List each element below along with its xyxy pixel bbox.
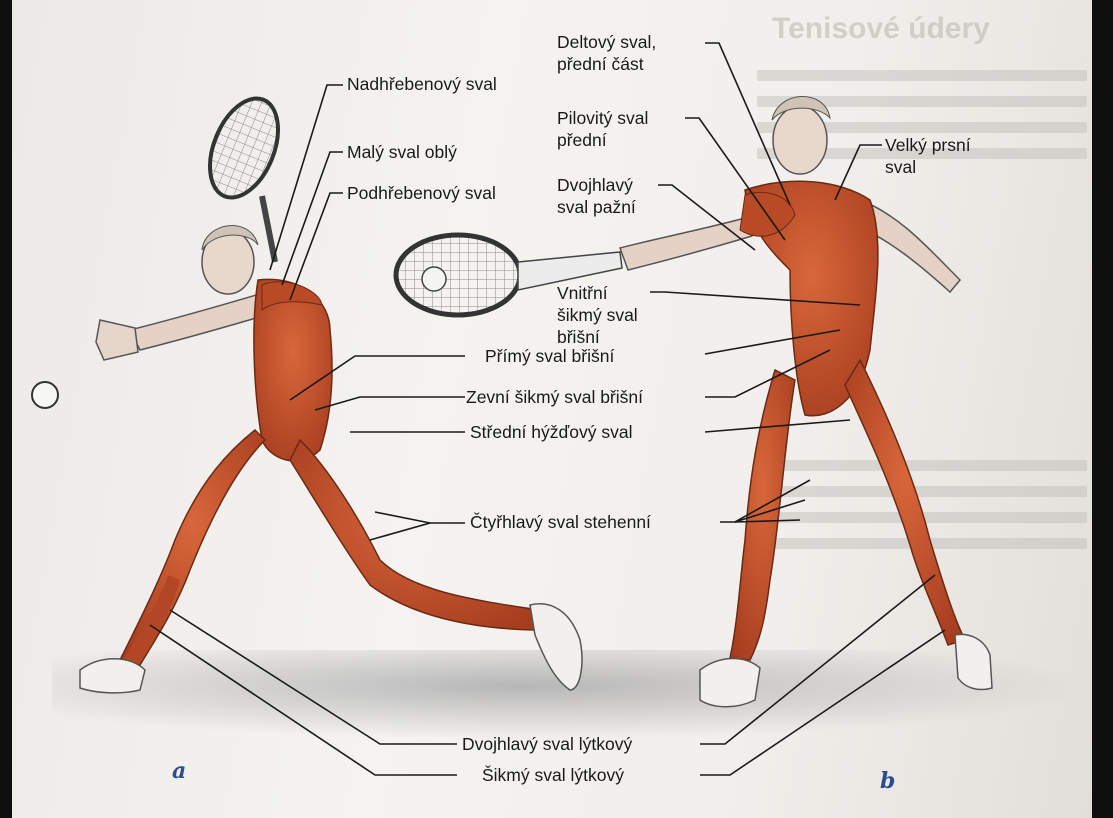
label-sikmy-sval-lytkovy: Šikmý sval lýtkový bbox=[482, 764, 624, 786]
label-ctyrhlavy-sval: Čtyřhlavý sval stehenní bbox=[470, 511, 651, 533]
label-dvojhlavy-sval-pazni: Dvojhlavý sval pažní bbox=[557, 174, 657, 218]
label-velky-prsni-sval: Velký prsní sval bbox=[885, 134, 995, 178]
label-zevni-sikmy-sval: Zevní šikmý sval břišní bbox=[466, 386, 643, 408]
label-dvojhlavy-sval-lytkovy: Dvojhlavý sval lýtkový bbox=[462, 733, 632, 755]
label-maly-sval-obly: Malý sval oblý bbox=[347, 141, 457, 163]
figure-label-a: a bbox=[172, 758, 186, 784]
label-primy-sval-bricni: Přímý sval břišní bbox=[485, 345, 614, 367]
label-podhrebenovy-sval: Podhřebenový sval bbox=[347, 182, 507, 204]
shoe-b-right bbox=[955, 634, 992, 689]
label-pilovity-sval: Pilovitý sval přední bbox=[557, 107, 682, 151]
shoe-a-right bbox=[530, 604, 582, 690]
label-deltovy-sval: Deltový sval, přední část bbox=[557, 31, 707, 75]
shoe-a-left bbox=[80, 659, 145, 693]
figure-label-b: b bbox=[880, 768, 895, 794]
label-stredni-hyzdovy-sval: Střední hýžďový sval bbox=[470, 421, 633, 443]
tennis-ball-a bbox=[32, 382, 58, 408]
shoe-b-left bbox=[700, 658, 760, 706]
label-nadhrebenovy-sval: Nadhřebenový sval bbox=[347, 73, 507, 95]
label-vnitrni-sikmy-sval: Vnitřní šikmý sval břišní bbox=[557, 282, 652, 348]
